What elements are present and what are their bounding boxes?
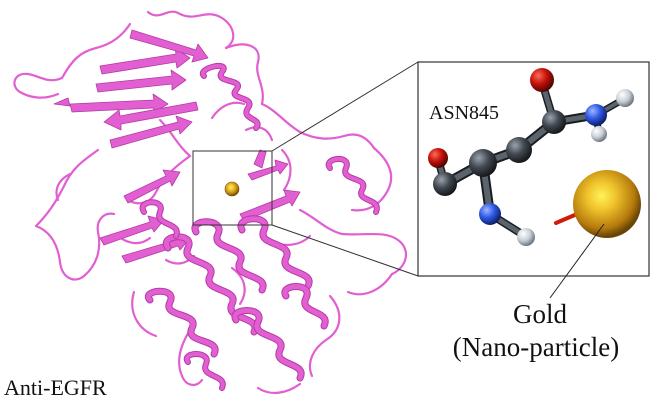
nitrogen-atom bbox=[585, 104, 607, 126]
gold-nanoparticle-small bbox=[224, 181, 240, 197]
gold-sphere bbox=[573, 170, 641, 238]
nitrogen-atom bbox=[479, 203, 501, 225]
gold-nanoparticle-large bbox=[549, 170, 641, 299]
carbon-atom bbox=[506, 137, 532, 163]
residue-label: ASN845 bbox=[429, 102, 499, 124]
oxygen-atom bbox=[530, 68, 554, 92]
zoom-panel bbox=[417, 61, 650, 277]
zoom-line-bottom bbox=[271, 224, 419, 277]
carbon-atom bbox=[469, 149, 497, 177]
oxygen-atom bbox=[428, 148, 448, 168]
zoom-line-top bbox=[271, 61, 419, 152]
zoom-callout bbox=[192, 61, 650, 277]
coil-loops bbox=[13, 10, 408, 394]
beta-sheet-strands bbox=[53, 29, 301, 264]
protein-structure bbox=[13, 10, 408, 394]
protein-label: Anti-EGFR bbox=[4, 375, 107, 400]
carbon-atom bbox=[433, 172, 457, 196]
hydrogen-atom bbox=[616, 89, 634, 107]
zoom-source-box bbox=[192, 150, 273, 226]
alpha-helices bbox=[139, 62, 380, 391]
hydrogen-atom bbox=[517, 228, 535, 246]
hydrogen-atom bbox=[591, 126, 607, 142]
gold-label-line2: (Nano-particle) bbox=[453, 332, 619, 362]
carbon-atom bbox=[542, 110, 566, 134]
asn845-molecule bbox=[428, 68, 634, 246]
gold-pointer-line bbox=[549, 223, 605, 299]
gold-label-line1: Gold bbox=[513, 299, 568, 329]
interaction-bond bbox=[554, 212, 579, 225]
